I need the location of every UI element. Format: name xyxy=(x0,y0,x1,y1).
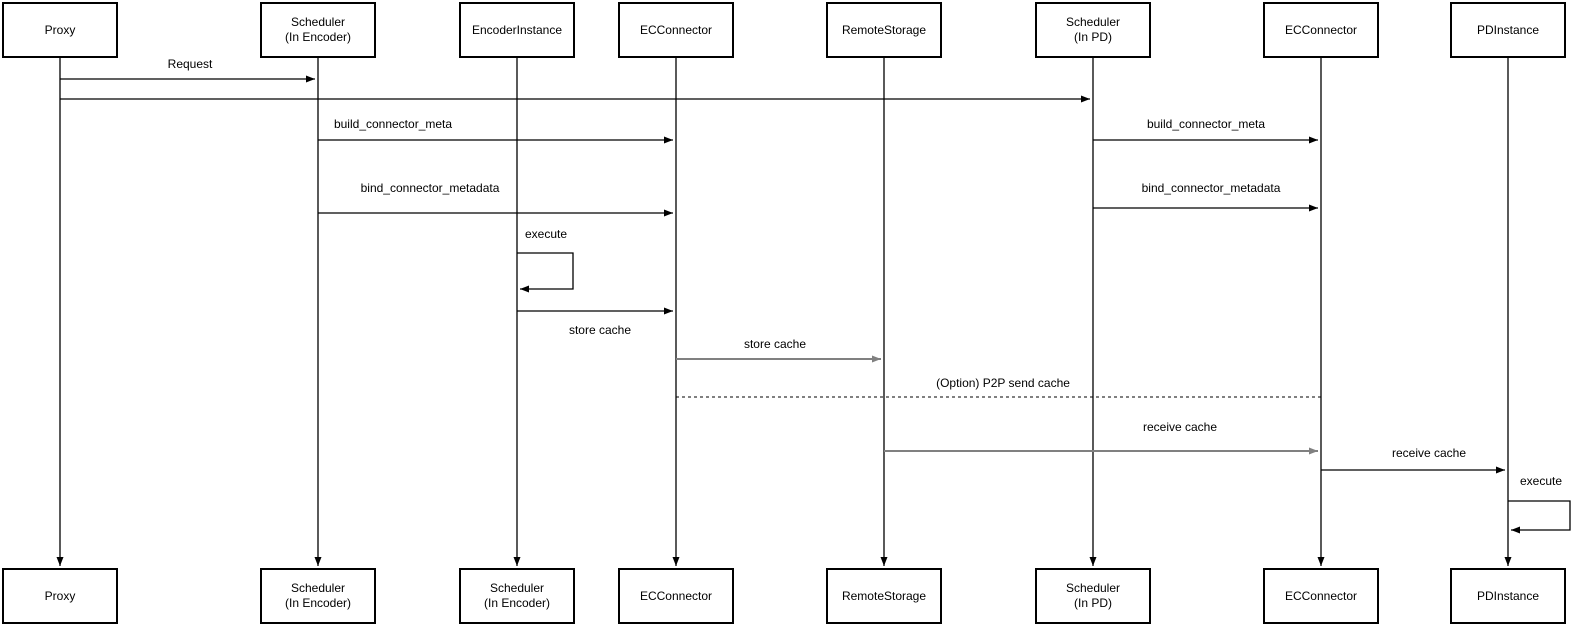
actor-label: Scheduler (In Encoder) xyxy=(483,581,551,610)
actor-label: Proxy xyxy=(44,22,76,37)
actor-label: Scheduler (In PD) xyxy=(1065,15,1121,44)
actor-box-top-scheduler-pd: Scheduler (In PD) xyxy=(1035,2,1151,58)
message-label-request: Request xyxy=(165,57,215,71)
actor-label: ECConnector xyxy=(1284,22,1358,37)
actor-box-bottom-remote-storage: RemoteStorage xyxy=(826,568,942,624)
message-self-loop-execute-encoder xyxy=(517,252,574,293)
message-label-store-cache-1: store cache xyxy=(566,323,634,337)
message-label-p2p-send-cache: (Option) P2P send cache xyxy=(934,376,1072,390)
message-self-loop-execute-pd xyxy=(1508,500,1571,534)
actor-box-top-remote-storage: RemoteStorage xyxy=(826,2,942,58)
message-label-receive-cache-1: receive cache xyxy=(1140,420,1220,434)
message-label-bind-connector-metadata-left: bind_connector_metadata xyxy=(358,181,502,195)
actor-label: EncoderInstance xyxy=(471,22,563,37)
actor-label: ECConnector xyxy=(639,22,713,37)
actor-label: Scheduler (In Encoder) xyxy=(284,581,352,610)
message-label-receive-cache-2: receive cache xyxy=(1389,446,1469,460)
actor-label: PDInstance xyxy=(1476,22,1540,37)
actor-box-top-encoder-instance: EncoderInstance xyxy=(459,2,575,58)
actor-box-top-scheduler-encoder: Scheduler (In Encoder) xyxy=(260,2,376,58)
actor-box-bottom-proxy: Proxy xyxy=(2,568,118,624)
message-label-store-cache-2: store cache xyxy=(741,337,809,351)
actor-box-bottom-scheduler-encoder: Scheduler (In Encoder) xyxy=(260,568,376,624)
actor-label: RemoteStorage xyxy=(841,22,927,37)
actor-label: PDInstance xyxy=(1476,588,1540,603)
actor-label: Scheduler (In Encoder) xyxy=(284,15,352,44)
message-label-build-connector-meta-right: build_connector_meta xyxy=(1144,117,1268,131)
actor-label: Proxy xyxy=(44,588,76,603)
message-label-bind-connector-metadata-right: bind_connector_metadata xyxy=(1139,181,1283,195)
message-label-execute-right: execute xyxy=(1517,474,1565,488)
message-label-build-connector-meta-left: build_connector_meta xyxy=(331,117,455,131)
actor-box-bottom-ec-connector-2: ECConnector xyxy=(1263,568,1379,624)
actor-label: RemoteStorage xyxy=(841,588,927,603)
actor-label: Scheduler (In PD) xyxy=(1065,581,1121,610)
actor-box-top-ec-connector-2: ECConnector xyxy=(1263,2,1379,58)
actor-box-bottom-scheduler-encoder-2: Scheduler (In Encoder) xyxy=(459,568,575,624)
actor-box-top-ec-connector-1: ECConnector xyxy=(618,2,734,58)
actor-box-bottom-scheduler-pd: Scheduler (In PD) xyxy=(1035,568,1151,624)
actor-box-bottom-pd-instance: PDInstance xyxy=(1450,568,1566,624)
actor-label: ECConnector xyxy=(1284,588,1358,603)
actor-box-top-pd-instance: PDInstance xyxy=(1450,2,1566,58)
message-label-execute-left: execute xyxy=(522,227,570,241)
actor-label: ECConnector xyxy=(639,588,713,603)
actor-box-bottom-ec-connector-1: ECConnector xyxy=(618,568,734,624)
actor-box-top-proxy: Proxy xyxy=(2,2,118,58)
